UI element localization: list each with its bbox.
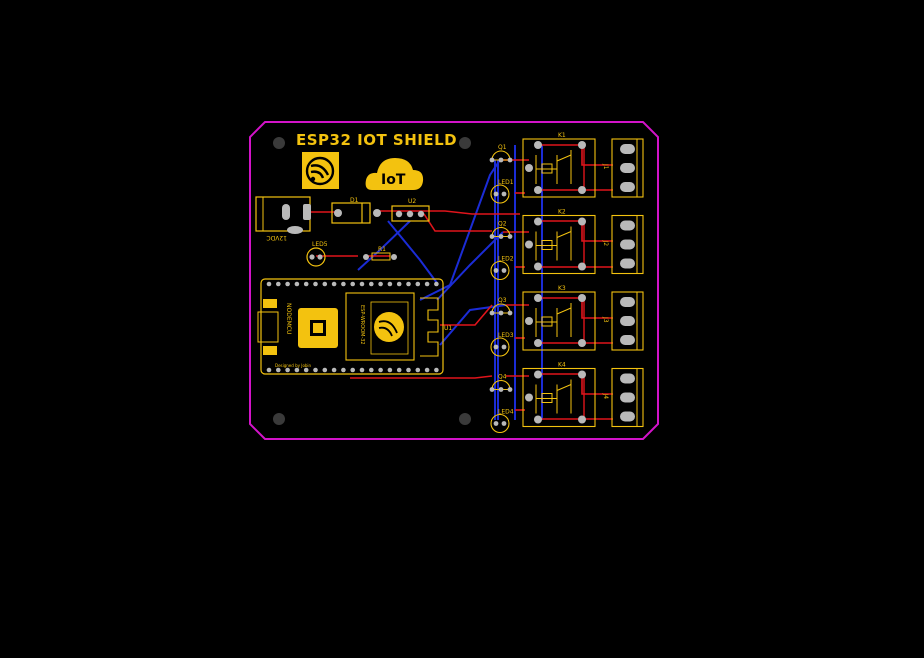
transistor-q4: Q4 bbox=[489, 374, 513, 392]
iot-logo-text: IoT bbox=[381, 172, 406, 188]
header-pin bbox=[285, 281, 290, 287]
header-pin bbox=[406, 281, 411, 287]
header-pin bbox=[424, 367, 430, 373]
relay-k3: K3 bbox=[522, 285, 596, 351]
header-pin bbox=[369, 367, 374, 373]
header-pin bbox=[378, 367, 383, 373]
ref-u2: U2 bbox=[408, 198, 416, 205]
dc-jack: 12VDC bbox=[255, 196, 311, 241]
led2: LED2 bbox=[490, 256, 514, 281]
power-label: 12VDC bbox=[266, 234, 287, 241]
header-pin bbox=[285, 367, 290, 373]
header-pin bbox=[266, 281, 272, 287]
header-pin bbox=[276, 281, 281, 287]
ref-r1: R1 bbox=[378, 246, 386, 253]
header-pin bbox=[434, 367, 439, 373]
ref-q4: Q4 bbox=[498, 374, 507, 381]
header-pin bbox=[322, 281, 328, 287]
header-pin bbox=[331, 281, 337, 287]
header-pin bbox=[424, 281, 430, 287]
ref-u1: U1 bbox=[444, 325, 452, 332]
header-pin bbox=[303, 281, 309, 287]
mounting-holes bbox=[273, 137, 471, 425]
relay-k2: K2 bbox=[522, 209, 596, 275]
module-label: ESP-WROOM-32 bbox=[359, 305, 365, 345]
header-pin bbox=[276, 367, 281, 373]
ref-k3: K3 bbox=[558, 285, 566, 292]
terminal-j4: J4 bbox=[602, 367, 644, 428]
resistor-r1: R1 bbox=[363, 246, 397, 261]
terminal-j3: J3 bbox=[602, 291, 644, 351]
header-pin bbox=[266, 367, 272, 373]
terminal-j2: J2 bbox=[602, 214, 644, 275]
ref-q2: Q2 bbox=[498, 221, 507, 228]
header-pin bbox=[294, 367, 300, 373]
header-pin bbox=[396, 281, 402, 287]
ref-q1: Q1 bbox=[498, 144, 507, 151]
ref-j2: J2 bbox=[602, 240, 609, 247]
header-pin bbox=[415, 281, 421, 287]
header-pin bbox=[359, 281, 365, 287]
ref-q3: Q3 bbox=[498, 297, 507, 304]
transistor-q3: Q3 bbox=[489, 297, 513, 316]
header-pin bbox=[415, 367, 421, 373]
ref-k4: K4 bbox=[558, 362, 566, 369]
header-pin bbox=[434, 281, 439, 287]
nodemcu-module-u1: NODEMCU Designed by Jobin ESP-WROOM-32 U… bbox=[257, 278, 452, 375]
terminal-j1: J1 bbox=[602, 138, 644, 198]
header-pin bbox=[387, 367, 393, 373]
led4: LED4 bbox=[490, 409, 514, 434]
led3: LED3 bbox=[490, 332, 514, 357]
iot-cloud-icon: IoT bbox=[365, 158, 424, 190]
ref-led2: LED2 bbox=[498, 256, 514, 263]
diode-d1: D1 bbox=[331, 197, 381, 224]
relay-k1: K1 bbox=[522, 132, 596, 198]
espressif-logo-icon bbox=[302, 152, 339, 189]
regulator-u2: U2 bbox=[391, 198, 430, 222]
header-pin bbox=[369, 281, 374, 287]
header-pin bbox=[359, 367, 365, 373]
designer-text: Designed by Jobin bbox=[275, 363, 312, 368]
ref-led3: LED3 bbox=[498, 332, 514, 339]
ref-j1: J1 bbox=[602, 163, 609, 170]
transistor-q1: Q1 bbox=[489, 144, 513, 163]
ref-k1: K1 bbox=[558, 132, 566, 139]
header-pin bbox=[396, 367, 402, 373]
header-pin bbox=[406, 367, 411, 373]
ref-led1: LED1 bbox=[498, 179, 514, 186]
header-pin bbox=[387, 281, 393, 287]
header-pin bbox=[313, 367, 318, 373]
header-pin bbox=[313, 281, 318, 287]
ref-led4: LED4 bbox=[498, 409, 514, 416]
header-pin bbox=[350, 367, 356, 373]
header-pin bbox=[322, 367, 328, 373]
ref-k2: K2 bbox=[558, 209, 566, 216]
header-pin bbox=[303, 367, 309, 373]
transistor-q2: Q2 bbox=[489, 221, 513, 239]
led1: LED1 bbox=[490, 179, 514, 204]
header-pin bbox=[350, 281, 356, 287]
ref-led5: LED5 bbox=[312, 241, 328, 248]
ref-j3: J3 bbox=[602, 316, 609, 323]
nodemcu-text: NODEMCU bbox=[285, 303, 292, 334]
header-pin bbox=[294, 281, 300, 287]
header-pin bbox=[341, 281, 346, 287]
led5: LED5 bbox=[306, 241, 328, 267]
header-pin bbox=[331, 367, 337, 373]
relay-k4: K4 bbox=[522, 362, 596, 428]
ref-d1: D1 bbox=[350, 197, 359, 204]
board-title: ESP32 IOT SHIELD bbox=[296, 131, 457, 149]
header-pin bbox=[378, 281, 383, 287]
ref-j4: J4 bbox=[602, 393, 609, 400]
header-pin bbox=[341, 367, 346, 373]
